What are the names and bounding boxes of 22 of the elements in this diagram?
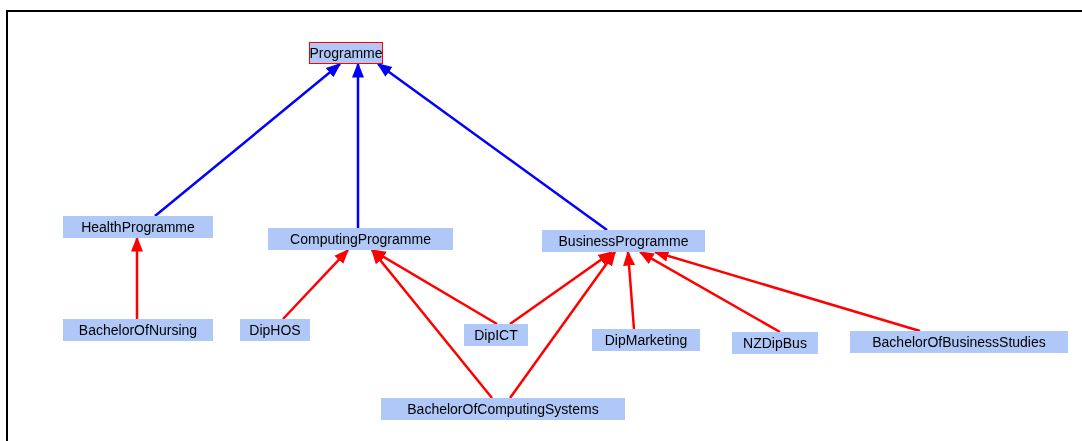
arrow bbox=[131, 236, 143, 319]
class-box: Programme bbox=[309, 42, 383, 64]
arrow bbox=[371, 248, 493, 399]
arrow bbox=[352, 62, 364, 228]
class-box: ComputingProgramme bbox=[268, 228, 453, 250]
class-box: BachelorOfBusinessStudies bbox=[850, 331, 1068, 353]
class-box: BusinessProgramme bbox=[542, 230, 705, 252]
class-box: DipMarketing bbox=[592, 329, 700, 351]
arrow bbox=[509, 250, 614, 326]
arrow bbox=[653, 250, 921, 333]
arrow bbox=[623, 250, 636, 330]
class-box: DipHOS bbox=[240, 319, 310, 341]
class-box: HealthProgramme bbox=[63, 216, 213, 238]
class-box: NZDipBus bbox=[732, 332, 818, 354]
arrow bbox=[154, 63, 342, 217]
arrow bbox=[509, 250, 616, 399]
arrow bbox=[376, 63, 608, 231]
arrow bbox=[282, 248, 350, 320]
arrow bbox=[638, 250, 781, 334]
class-box: BachelorOfComputingSystems bbox=[381, 398, 625, 420]
class-box: BachelorOfNursing bbox=[63, 319, 213, 341]
class-box: DipICT bbox=[464, 324, 528, 346]
